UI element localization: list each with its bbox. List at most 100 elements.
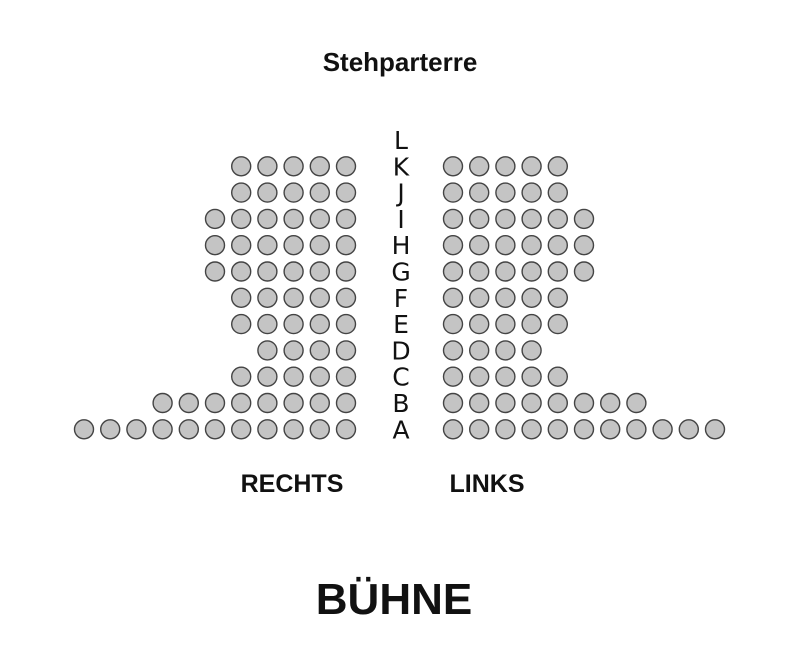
seat[interactable] <box>230 208 252 230</box>
seat[interactable] <box>257 392 278 414</box>
seat[interactable] <box>335 182 357 203</box>
seat[interactable] <box>204 234 226 256</box>
seat[interactable] <box>600 392 621 414</box>
seat[interactable] <box>547 366 568 387</box>
seat[interactable] <box>442 234 464 256</box>
seat[interactable] <box>495 419 516 440</box>
seat[interactable] <box>469 366 490 387</box>
seat[interactable] <box>257 287 278 308</box>
seat[interactable] <box>283 419 304 440</box>
seat[interactable] <box>442 208 464 230</box>
seat[interactable] <box>521 366 542 387</box>
seat[interactable] <box>309 156 330 177</box>
seat[interactable] <box>283 340 304 361</box>
seat[interactable] <box>283 208 304 230</box>
seat[interactable] <box>521 419 542 440</box>
seat[interactable] <box>230 182 252 203</box>
seat[interactable] <box>495 208 516 230</box>
seat[interactable] <box>309 313 330 335</box>
seat[interactable] <box>547 208 568 230</box>
seat[interactable] <box>335 366 357 387</box>
seat[interactable] <box>230 366 252 387</box>
seat[interactable] <box>99 419 121 440</box>
seat[interactable] <box>626 392 647 414</box>
seat[interactable] <box>178 392 200 414</box>
seat[interactable] <box>495 234 516 256</box>
seat[interactable] <box>442 419 464 440</box>
seat[interactable] <box>204 419 226 440</box>
seat[interactable] <box>309 208 330 230</box>
seat[interactable] <box>547 234 568 256</box>
seat[interactable] <box>547 287 568 308</box>
seat[interactable] <box>469 182 490 203</box>
seat[interactable] <box>495 156 516 177</box>
seat[interactable] <box>204 261 226 282</box>
seat[interactable] <box>704 419 726 440</box>
seat[interactable] <box>283 313 304 335</box>
seat[interactable] <box>283 392 304 414</box>
seat[interactable] <box>230 287 252 308</box>
seat[interactable] <box>521 208 542 230</box>
seat[interactable] <box>521 340 542 361</box>
seat[interactable] <box>652 419 673 440</box>
seat[interactable] <box>521 287 542 308</box>
seat[interactable] <box>469 392 490 414</box>
seat[interactable] <box>573 208 595 230</box>
seat[interactable] <box>230 419 252 440</box>
seat[interactable] <box>230 261 252 282</box>
seat[interactable] <box>257 419 278 440</box>
seat[interactable] <box>230 234 252 256</box>
seat[interactable] <box>521 261 542 282</box>
seat[interactable] <box>521 156 542 177</box>
seat[interactable] <box>283 366 304 387</box>
seat[interactable] <box>309 234 330 256</box>
seat[interactable] <box>469 234 490 256</box>
seat[interactable] <box>442 313 464 335</box>
seat[interactable] <box>495 392 516 414</box>
seat[interactable] <box>204 208 226 230</box>
seat[interactable] <box>442 182 464 203</box>
seat[interactable] <box>73 419 95 440</box>
seat[interactable] <box>335 287 357 308</box>
seat[interactable] <box>335 340 357 361</box>
seat[interactable] <box>335 392 357 414</box>
seat[interactable] <box>309 366 330 387</box>
seat[interactable] <box>495 313 516 335</box>
seat[interactable] <box>309 419 330 440</box>
seat[interactable] <box>521 234 542 256</box>
seat[interactable] <box>126 419 147 440</box>
seat[interactable] <box>335 261 357 282</box>
seat[interactable] <box>573 261 595 282</box>
seat[interactable] <box>495 261 516 282</box>
seat[interactable] <box>469 340 490 361</box>
seat[interactable] <box>469 261 490 282</box>
seat[interactable] <box>573 392 595 414</box>
seat[interactable] <box>309 261 330 282</box>
seat[interactable] <box>178 419 200 440</box>
seat[interactable] <box>257 340 278 361</box>
seat[interactable] <box>678 419 699 440</box>
seat[interactable] <box>309 340 330 361</box>
seat[interactable] <box>335 419 357 440</box>
seat[interactable] <box>469 208 490 230</box>
seat[interactable] <box>309 182 330 203</box>
seat[interactable] <box>442 366 464 387</box>
seat[interactable] <box>442 261 464 282</box>
seat[interactable] <box>442 156 464 177</box>
seat[interactable] <box>257 234 278 256</box>
seat[interactable] <box>230 392 252 414</box>
seat[interactable] <box>547 392 568 414</box>
seat[interactable] <box>547 261 568 282</box>
seat[interactable] <box>257 208 278 230</box>
seat[interactable] <box>469 287 490 308</box>
seat[interactable] <box>469 419 490 440</box>
seat[interactable] <box>442 392 464 414</box>
seat[interactable] <box>230 156 252 177</box>
seat[interactable] <box>442 287 464 308</box>
seat[interactable] <box>547 419 568 440</box>
seat[interactable] <box>547 182 568 203</box>
seat[interactable] <box>257 182 278 203</box>
seat[interactable] <box>573 419 595 440</box>
seat[interactable] <box>521 182 542 203</box>
seat[interactable] <box>204 392 226 414</box>
